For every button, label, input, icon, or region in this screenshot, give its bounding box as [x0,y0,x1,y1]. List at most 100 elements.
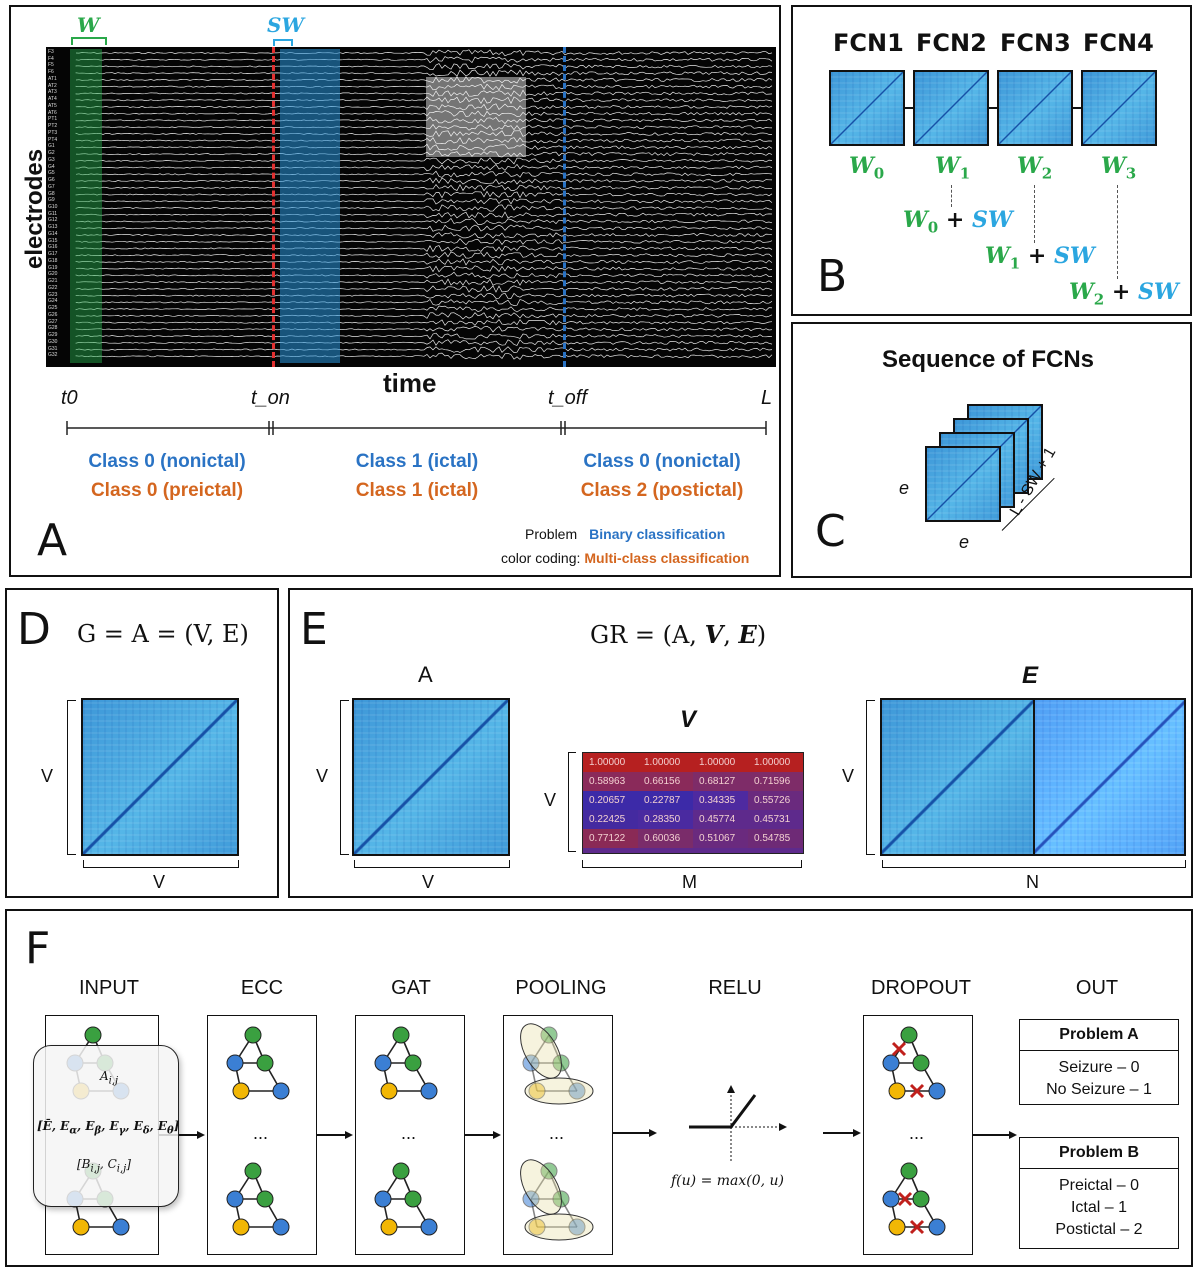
arrow-pooling-relu-head [649,1129,657,1137]
fcn1-title: FCN1 [833,29,904,57]
node-blue [882,1054,900,1072]
seq-dim-left: e [899,478,910,498]
node-yellow [72,1218,90,1236]
node-feature-cell: 0.28350 [638,810,693,829]
node-green [244,1026,262,1044]
electrode-label: PT4 [48,136,58,143]
eeg-trace [75,83,773,91]
electrode-label: AT1 [48,75,57,82]
panel-d: D G = A = (V, E) V V [5,588,279,898]
e-e-side-label: V [842,766,855,786]
seq-matrix-1 [925,446,1001,522]
node-green [392,1026,410,1044]
electrode-label: AT4 [48,96,57,103]
eeg-trace [75,197,773,205]
seizure-activity [426,77,526,157]
electrode-label: F5 [48,62,54,69]
eeg-trace [75,183,773,192]
eeg-trace [75,265,773,273]
electrode-label: F6 [48,69,54,76]
eeg-trace [75,271,773,279]
electrode-label: G15 [48,237,58,244]
electrode-label: G2 [48,150,55,157]
node-feature-cell: 0.54785 [748,829,803,848]
eeg-trace [75,217,773,225]
eeg-trace [75,352,773,360]
eeg-trace [75,292,773,299]
eeg-trace [75,96,773,105]
eeg-trace [75,130,773,138]
relu-formula: f(u) = max(0, u) [671,1173,785,1189]
input-feature-card [33,1045,179,1207]
node-feature-cell: 0.71596 [748,772,803,791]
electrode-label: G17 [48,251,58,258]
electrode-label: PT2 [48,123,58,130]
time-mark-ton: t_on [251,387,290,409]
eeg-traces [75,49,773,360]
node-blue [928,1082,946,1100]
pooling-ellipsis: ... [549,1123,565,1143]
electrode-label: G14 [48,230,58,237]
node-blue [272,1082,290,1100]
eeg-trace [75,332,773,340]
node-feature-cell: 0.68127 [693,772,748,791]
y-axis-label: electrodes [21,148,48,269]
w2-label: W2 [1017,153,1053,183]
electrode-label: G26 [48,311,58,318]
panel-b-letter: B [817,251,848,302]
problem-b-line-2: Ictal – 1 [1070,1199,1128,1216]
e-a-title: A [418,662,433,687]
fcn1-matrix [829,70,905,146]
electrode-label: G23 [48,291,58,298]
electrode-label: F4 [48,55,54,62]
panel-b: FCN1 FCN2 FCN3 FCN4 W0 W1 W2 W3 W0 + SW … [791,5,1192,316]
fcn4-matrix [1081,70,1157,146]
node-green [404,1190,422,1208]
node-feature-cell: 1.00000 [583,753,638,772]
electrode-label: G6 [48,177,55,184]
electrode-label: G13 [48,224,58,231]
node-feature-cell: 1.00000 [638,753,693,772]
electrode-label: PT1 [48,116,58,123]
eeg-trace [75,278,773,286]
legend-prefix-2: color coding: [501,550,581,566]
eeg-trace [75,116,773,125]
pooling-cluster [524,1077,594,1105]
arrow-input-ecc-head [197,1131,205,1139]
electrode-label: AT3 [48,89,57,96]
problem-a-box: Problem A Seizure – 0 No Seizure – 1 [1019,1019,1179,1105]
eeg-trace [75,123,773,131]
stage-ecc-title: ECC [240,977,284,999]
ecc-ellipsis: ... [253,1123,269,1143]
adjacency-matrix-d [81,698,239,856]
electrode-label: G18 [48,257,58,264]
node-blue [374,1054,392,1072]
arrow-gat-pooling-head [493,1131,501,1139]
eeg-trace [75,339,773,346]
node-green [912,1054,930,1072]
segment-1-binary: Class 0 (nonictal) [88,451,246,472]
segment-2-binary: Class 1 (ictal) [355,451,479,472]
dropout-ellipsis: ... [909,1123,925,1143]
eeg-trace [75,319,773,326]
e-v-side-label: V [544,790,557,810]
node-feature-cell: 0.66156 [638,772,693,791]
electrode-label: G12 [48,217,58,224]
node-yellow [528,1218,546,1236]
w0-label: W0 [849,153,885,183]
gat-ellipsis: ... [401,1123,417,1143]
electrode-label: G22 [48,284,58,291]
slide-label: SW [267,13,304,37]
legend-prefix-1: Problem [525,526,578,542]
eeg-trace [75,232,773,239]
electrode-label: G27 [48,318,58,325]
legend-binary: Binary classification [589,526,726,542]
fcn2-matrix [913,70,989,146]
dropout-x-icon [897,1191,913,1207]
eeg-trace [75,245,773,253]
